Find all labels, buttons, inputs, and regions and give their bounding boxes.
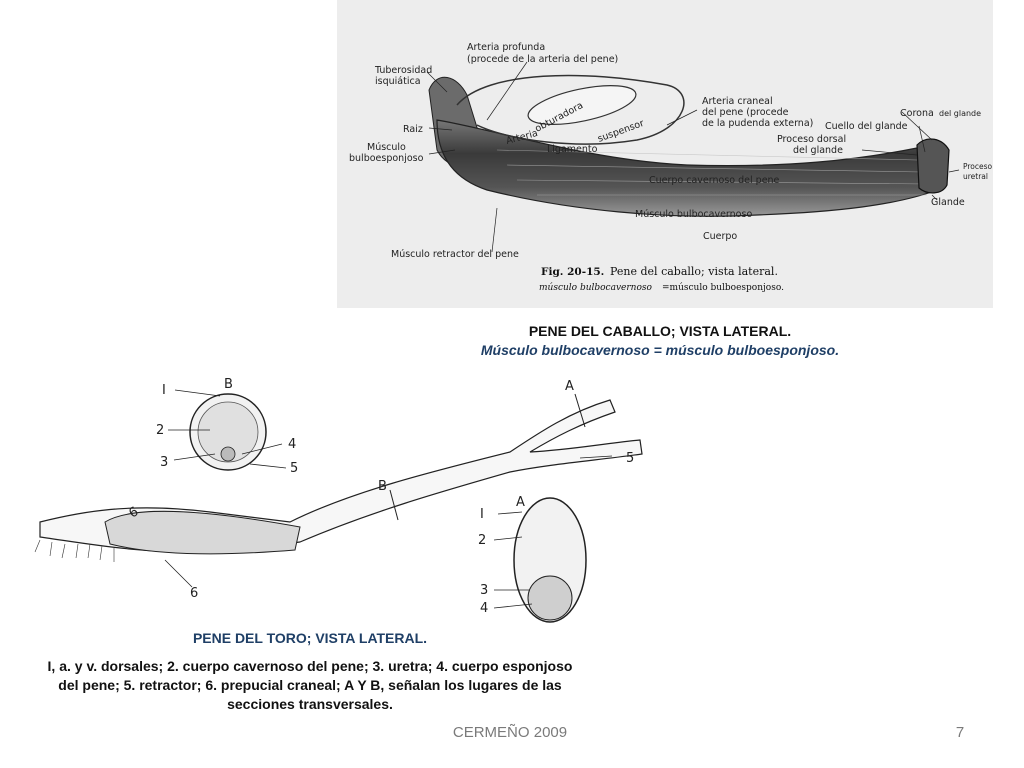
glans-shape: [916, 138, 950, 194]
bull-label-3-section: 3: [480, 583, 488, 598]
bull-penis-illustration: I B 2 3 4 5 A 5 B A 6 I 2 3 4 6: [34, 377, 643, 623]
bull-leader-lines: [164, 389, 613, 609]
fig-title: Pene del caballo; vista lateral.: [610, 265, 778, 278]
section-marker-b: [389, 489, 399, 521]
label-cuello: Cuello del glande: [825, 121, 908, 132]
obturator-loop: [527, 85, 637, 125]
label-arteria-profunda-2: (procede de la arteria del pene): [467, 54, 618, 65]
bull-label-3-top: 3: [160, 455, 168, 470]
fig-subtitle-b: =músculo bulboesponjoso.: [662, 282, 784, 293]
label-musculo: Músculo: [367, 142, 406, 153]
label-proceso-dorsal-2: del glande: [793, 145, 843, 156]
legend-line-3: secciones transversales.: [227, 696, 393, 712]
label-ligamento: Ligamento: [547, 144, 598, 155]
cross-section-a-inner: [527, 575, 573, 621]
label-tuberosidad: Tuberosidad: [374, 65, 432, 76]
legend-line-1: I, a. y v. dorsales; 2. cuerpo cavernoso…: [47, 658, 573, 674]
bull-label-2-section: 2: [478, 533, 486, 548]
label-uretral: uretral: [963, 172, 988, 181]
label-suspensor: suspensor: [596, 118, 645, 145]
suspensory-ligament-shape: [456, 74, 685, 145]
label-arteria-profunda: Arteria profunda: [467, 42, 545, 53]
fig-number: Fig. 20-15.: [541, 266, 604, 278]
bull-prepuce-shape: [104, 510, 301, 555]
cross-section-b-urethra: [220, 446, 236, 462]
label-corona: Corona: [900, 108, 934, 119]
label-cuerpo-cavernoso: Cuerpo cavernoso del pene: [649, 175, 780, 186]
label-del-glande: del glande: [939, 109, 981, 118]
bull-label-B-top: B: [224, 377, 233, 392]
bull-label-I-top: I: [162, 383, 166, 398]
label-raiz: Raiz: [403, 124, 423, 135]
label-bulboesponjoso: bulboesponjoso: [349, 153, 424, 164]
horse-penis-figure: Arteria profunda (procede de la arteria …: [337, 0, 993, 308]
bull-label-4-top: 4: [288, 437, 296, 452]
label-cuerpo: Cuerpo: [703, 231, 737, 242]
label-proceso: Proceso: [963, 162, 993, 171]
bull-penis-figure: I B 2 3 4 5 A 5 B A 6 I 2 3 4 6: [10, 372, 650, 634]
bull-label-4-section: 4: [480, 601, 488, 616]
label-arteria-craneal-3: de la pudenda externa): [702, 118, 813, 129]
label-isquiatica: isquiática: [375, 76, 421, 87]
bull-label-5-top: 5: [290, 461, 298, 476]
horse-caption-title: PENE DEL CABALLO; VISTA LATERAL.: [528, 323, 792, 339]
cross-section-b-inner: [197, 401, 259, 463]
horse-caption-subtitle: Músculo bulbocavernoso = músculo bulboes…: [480, 342, 840, 358]
leader-lines: [426, 61, 960, 253]
section-marker-a: [574, 393, 586, 428]
label-proceso-dorsal: Proceso dorsal: [777, 134, 846, 145]
shaft-hatching: [496, 149, 928, 196]
legend-line-2: del pene; 5. retractor; 6. prepucial cra…: [58, 677, 562, 693]
bull-label-B-shaft: B: [378, 479, 387, 494]
label-glande: Glande: [931, 197, 965, 208]
label-musculo-bulbocavernoso: Músculo bulbocavernoso: [635, 209, 752, 220]
bull-caption: PENE DEL TORO; VISTA LATERAL.: [192, 630, 428, 646]
fig-subtitle-a: músculo bulbocavernoso: [539, 282, 653, 293]
page-number: 7: [955, 724, 965, 741]
bull-label-I-section: I: [480, 507, 484, 522]
label-arteria-craneal-2: del pene (procede: [702, 107, 789, 118]
label-musculo-retractor: Músculo retractor del pene: [391, 249, 519, 260]
horse-caption: PENE DEL CABALLO; VISTA LATERAL. Músculo…: [420, 322, 900, 360]
bull-label-5-shaft: 5: [626, 451, 634, 466]
label-arteria-craneal: Arteria craneal: [702, 96, 773, 107]
bull-label-A-shaft: A: [565, 379, 574, 394]
bull-label-A-section: A: [516, 495, 525, 510]
hair-fringe: [34, 539, 115, 562]
footer-author: CERMEÑO 2009: [452, 724, 568, 741]
horse-penis-illustration: Arteria profunda (procede de la arteria …: [349, 42, 993, 293]
bull-label-6-bottom: 6: [190, 586, 198, 601]
bull-legend: I, a. y v. dorsales; 2. cuerpo cavernoso…: [40, 657, 580, 714]
bull-label-2-top: 2: [156, 423, 164, 438]
